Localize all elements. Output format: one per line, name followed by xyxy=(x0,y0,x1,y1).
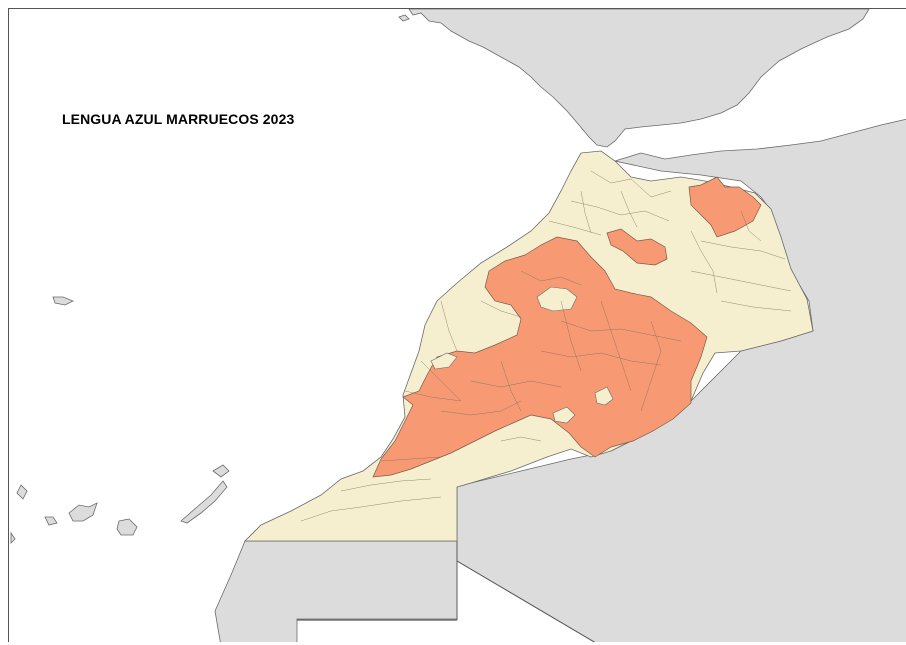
iberian-peninsula xyxy=(408,9,870,148)
map-canvas xyxy=(9,9,906,642)
island xyxy=(10,531,16,544)
unaffected-pocket xyxy=(594,386,614,406)
island xyxy=(52,296,74,306)
unaffected-pocket xyxy=(536,286,578,312)
unaffected-pocket xyxy=(430,352,458,370)
border-line xyxy=(456,560,596,642)
affected-region-central xyxy=(372,236,708,478)
canary-islands xyxy=(10,296,230,544)
affected-region-fes xyxy=(606,228,668,266)
affected-region-northeast xyxy=(688,176,762,238)
island xyxy=(212,464,230,478)
island xyxy=(180,480,228,524)
map-frame: LENGUA AZUL MARRUECOS 2023 xyxy=(8,8,906,642)
island xyxy=(44,516,58,526)
admin-boundaries xyxy=(300,170,792,522)
affected-regions xyxy=(372,176,762,478)
island xyxy=(68,502,98,522)
island xyxy=(116,518,138,536)
islet xyxy=(398,14,410,22)
unaffected-pocket xyxy=(552,406,576,424)
island xyxy=(16,484,28,500)
map-title: LENGUA AZUL MARRUECOS 2023 xyxy=(62,111,295,127)
